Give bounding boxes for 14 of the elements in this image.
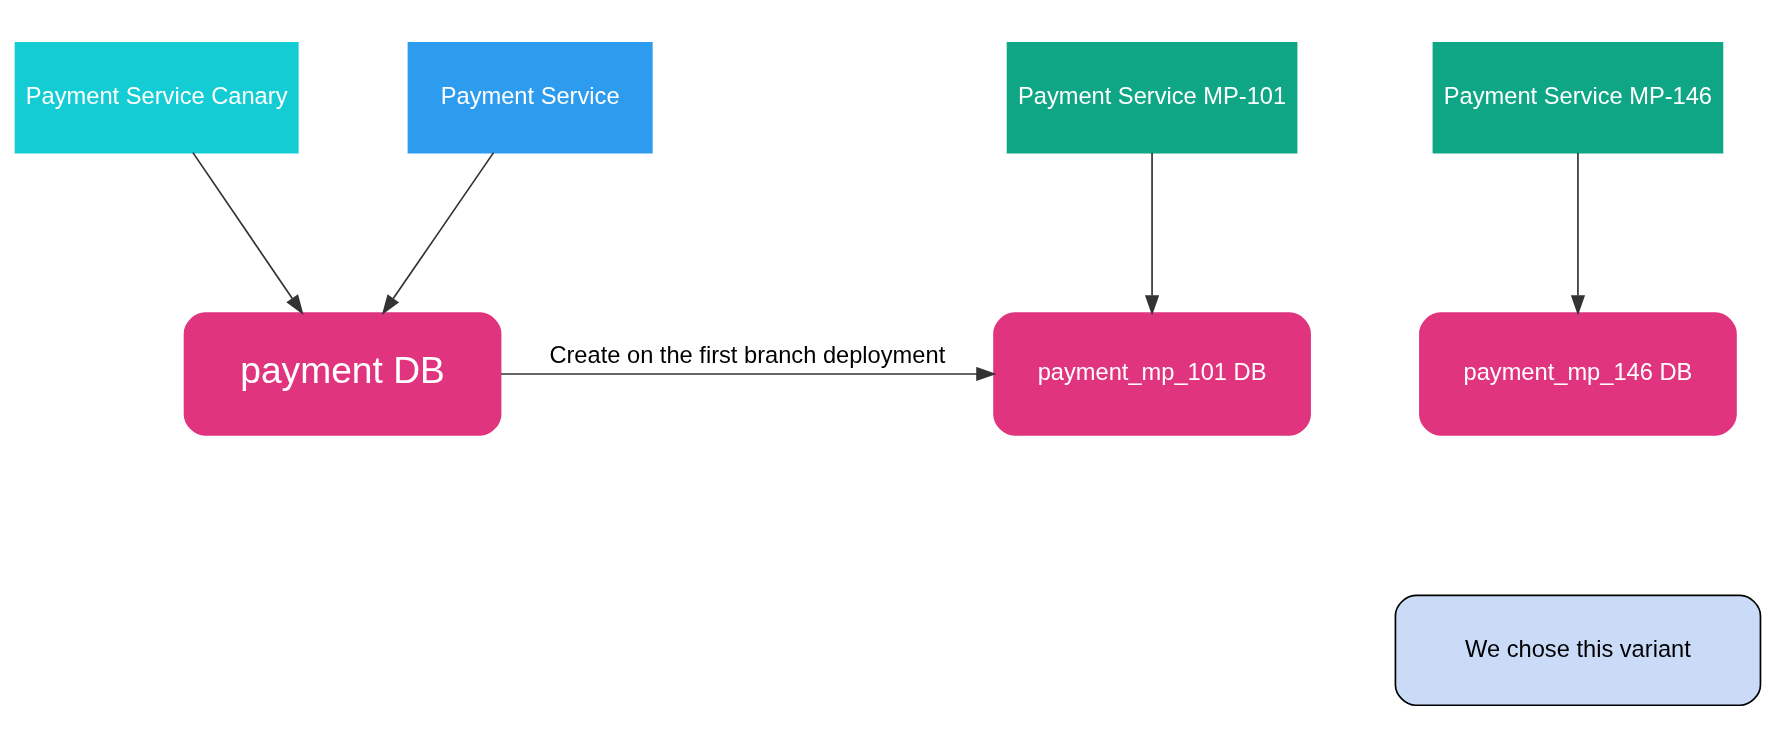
arrow xyxy=(500,366,997,382)
arrow xyxy=(192,151,304,316)
arrow xyxy=(1570,151,1586,316)
arrow xyxy=(1144,151,1160,316)
edge-label: Create on the first branch deployment xyxy=(549,341,946,368)
node-box: payment_mp_146 DB xyxy=(1419,312,1737,436)
node-box: Payment Service MP-101 xyxy=(1006,41,1298,154)
node-box: Payment Service MP-146 xyxy=(1432,41,1724,154)
arrow xyxy=(381,151,495,316)
node-box: We chose this variant xyxy=(1394,594,1762,707)
node-box: payment_mp_101 DB xyxy=(993,312,1311,436)
node-box: payment DB xyxy=(183,312,502,436)
node-box: Payment Service Canary xyxy=(14,41,299,154)
node-box: Payment Service xyxy=(407,41,653,154)
